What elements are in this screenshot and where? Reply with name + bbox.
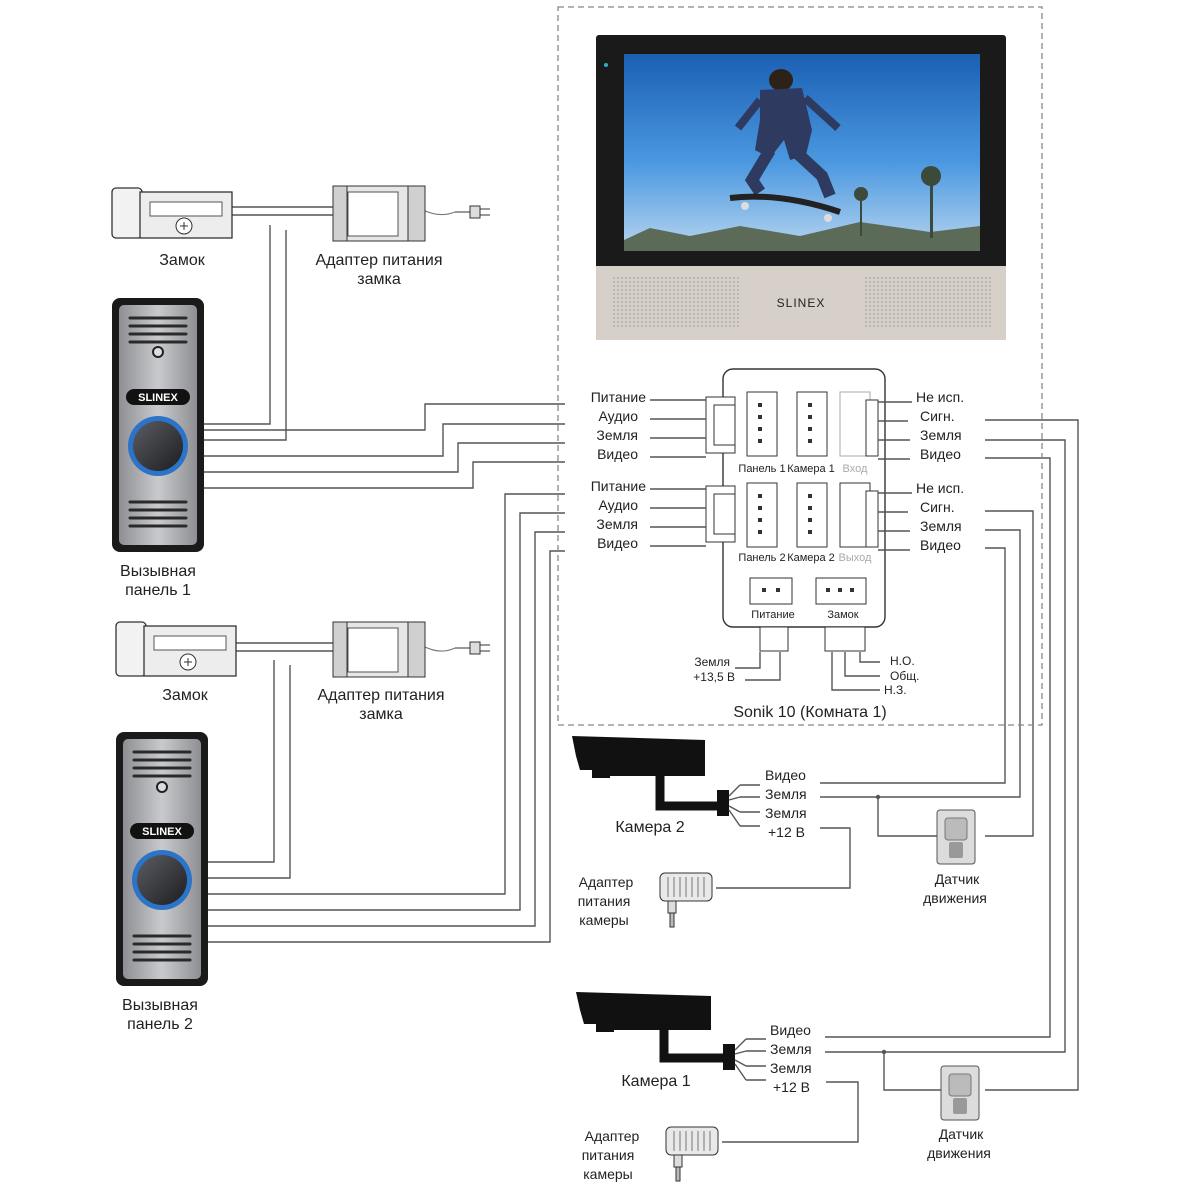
right2-wire-1: Не исп. — [916, 480, 964, 496]
sensor-top-label-1: Датчик — [935, 871, 980, 887]
monitor-model-label: Sonik 10 (Комната 1) — [733, 704, 886, 721]
panel1-label-1: Вызывная — [120, 563, 196, 580]
lock-terminal-no: Н.О. — [890, 654, 915, 668]
panel2-label-2: панель 2 — [127, 1016, 193, 1033]
wires — [204, 206, 1079, 1143]
right1-wire-4: Видео — [920, 446, 961, 462]
camera2-wire-ground-2: Земля — [765, 805, 807, 821]
camera1-adapter-label-2: питания — [582, 1147, 635, 1163]
call-panel-2: SLINEX Вызывная панель 2 — [116, 732, 208, 1033]
camera1-adapter: Адаптер питания камеры — [582, 1126, 719, 1182]
motion-sensor-top: Датчик движения — [923, 809, 987, 906]
camera1-label: Камера 1 — [621, 1073, 690, 1090]
panel2-brand: SLINEX — [142, 826, 182, 838]
camera1-adapter-label-1: Адаптер — [585, 1128, 640, 1144]
panel2-call-button — [137, 855, 187, 905]
lock-adapter-top-label-2: замка — [357, 271, 401, 288]
left-wire-labels: Питание Аудио Земля Видео Питание Аудио … — [591, 389, 706, 551]
lock-adapter-bottom-label-2: замка — [359, 706, 403, 723]
left2-wire-1: Питание — [591, 478, 646, 494]
left2-wire-3: Земля — [596, 516, 638, 532]
camera-2: Камера 2 Видео Земля Земля +12 В — [572, 736, 807, 840]
power-terminal-ground: Земля — [694, 655, 730, 669]
left1-wire-2: Аудио — [599, 408, 639, 424]
camera2-adapter-label-1: Адаптер — [579, 874, 634, 890]
panel1-call-button — [133, 421, 183, 471]
motion-sensor-bottom: Датчик движения — [927, 1065, 991, 1161]
left2-wire-4: Видео — [597, 535, 638, 551]
lock-adapter-bottom-label-1: Адаптер питания — [317, 687, 444, 704]
monitor-zone-frame — [557, 6, 1043, 726]
monitor: SLINEX — [596, 35, 1006, 340]
camera2-adapter-label-3: камеры — [579, 912, 628, 928]
connector-camera2-label: Камера 2 — [787, 552, 835, 564]
left1-wire-4: Видео — [597, 446, 638, 462]
connector-panel2-label: Панель 2 — [738, 552, 785, 564]
camera1-wire-video: Видео — [770, 1022, 811, 1038]
right1-wire-1: Не исп. — [916, 389, 964, 405]
connector-board: Панель 1 Камера 1 Вход Панель 2 Камера 2… — [705, 368, 886, 652]
camera1-wire-ground-2: Земля — [770, 1060, 812, 1076]
call-panel-1: SLINEX Вызывная панель 1 — [112, 298, 204, 599]
lock-bottom-label: Замок — [162, 687, 208, 704]
lock-adapter-top-label-1: Адаптер питания — [315, 252, 442, 269]
connector-camera1-label: Камера 1 — [787, 463, 835, 475]
left1-wire-3: Земля — [596, 427, 638, 443]
camera-1: Камера 1 Видео Земля Земля +12 В — [576, 992, 812, 1095]
sensor-bottom-label-1: Датчик — [939, 1126, 984, 1142]
right2-wire-4: Видео — [920, 537, 961, 553]
camera2-wire-power: +12 В — [768, 824, 805, 840]
left2-wire-2: Аудио — [599, 497, 639, 513]
lock-top-label: Замок — [159, 252, 205, 269]
right1-wire-2: Сигн. — [920, 408, 955, 424]
panel1-label-2: панель 1 — [125, 582, 191, 599]
lock-adapter-bottom: Адаптер питания замка — [317, 621, 490, 723]
right2-wire-3: Земля — [920, 518, 962, 534]
connector-lock-label: Замок — [827, 609, 858, 621]
camera1-wire-ground-1: Земля — [770, 1041, 812, 1057]
camera2-adapter: Адаптер питания камеры — [578, 872, 713, 928]
camera2-adapter-label-2: питания — [578, 893, 631, 909]
connector-output-label: Выход — [839, 552, 872, 564]
power-terminal-plus: +13,5 В — [693, 670, 735, 684]
lock-terminal-nc: Н.З. — [884, 683, 907, 697]
camera2-wire-ground-1: Земля — [765, 786, 807, 802]
lock-terminal-common: Общ. — [890, 669, 919, 683]
panel1-brand: SLINEX — [138, 392, 178, 404]
connector-panel1-label: Панель 1 — [738, 463, 785, 475]
lock-bottom: Замок — [115, 621, 237, 704]
camera2-wire-video: Видео — [765, 767, 806, 783]
camera2-label: Камера 2 — [615, 819, 684, 836]
sensor-top-label-2: движения — [923, 890, 987, 906]
camera1-adapter-label-3: камеры — [583, 1166, 632, 1182]
connector-input-label: Вход — [843, 463, 868, 475]
monitor-brand: SLINEX — [777, 296, 826, 310]
right2-wire-2: Сигн. — [920, 499, 955, 515]
connector-power-label: Питание — [751, 609, 794, 621]
left1-wire-1: Питание — [591, 389, 646, 405]
lock-adapter-top: Адаптер питания замка — [315, 185, 490, 288]
panel2-label-1: Вызывная — [122, 997, 198, 1014]
lock-top: Замок — [111, 187, 233, 269]
sensor-bottom-label-2: движения — [927, 1145, 991, 1161]
right1-wire-3: Земля — [920, 427, 962, 443]
camera1-wire-power: +12 В — [773, 1079, 810, 1095]
right-wire-labels: Не исп. Сигн. Земля Видео Не исп. Сигн. … — [878, 389, 964, 553]
